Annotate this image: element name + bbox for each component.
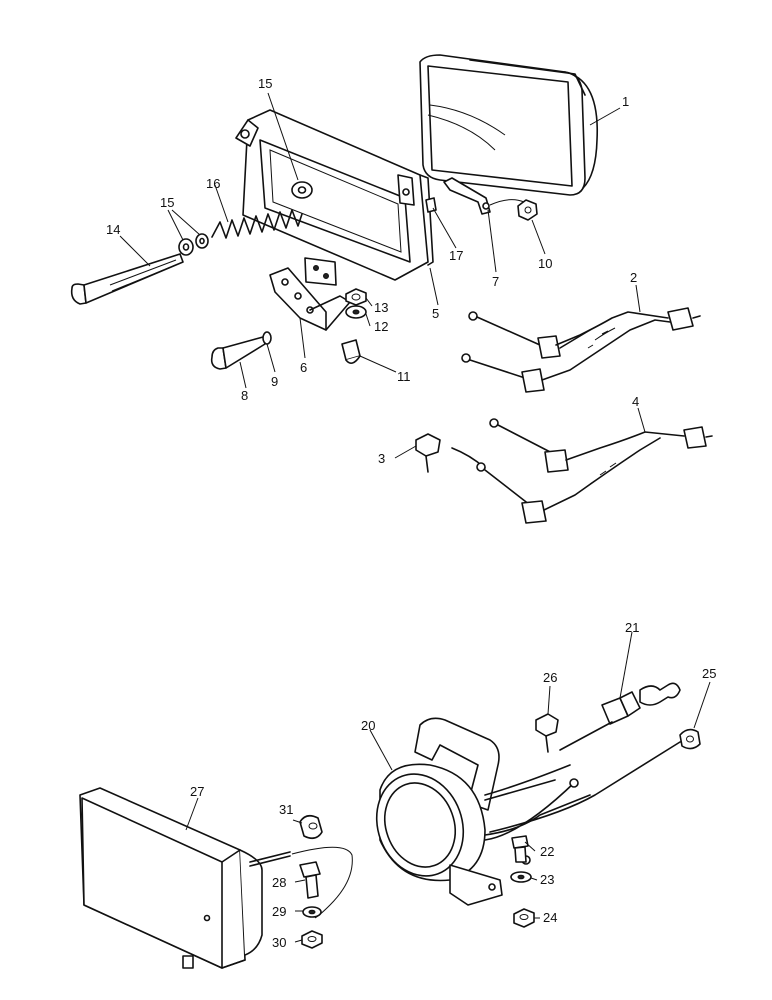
- nut-part-24: [513, 908, 535, 928]
- bolt-part-8: [210, 336, 266, 370]
- washer-part-15: [178, 181, 313, 256]
- callout-8: 8: [241, 388, 248, 403]
- nut-part-13: [345, 288, 367, 306]
- callout-3: 3: [378, 451, 385, 466]
- spring-part-16: [211, 209, 303, 239]
- screw-part-26: [535, 713, 559, 753]
- lamp-housing-part-5: [235, 109, 437, 286]
- callout-13: 13: [374, 300, 388, 315]
- callout-7: 7: [492, 274, 499, 289]
- callout-29: 29: [272, 904, 286, 919]
- callout-11: 11: [397, 369, 411, 384]
- washer-part-12: [345, 305, 367, 319]
- bolt-part-28: [299, 861, 321, 899]
- screw-part-3: [415, 433, 441, 473]
- screw-part-11: [341, 339, 361, 364]
- callout-17: 17: [449, 248, 463, 263]
- callout-22: 22: [540, 844, 554, 859]
- callout-25: 25: [702, 666, 716, 681]
- callout-15b: 15: [258, 76, 272, 91]
- nut-part-30: [301, 930, 323, 949]
- callout-5: 5: [432, 306, 439, 321]
- bracket-part-6: [269, 267, 351, 331]
- wiring-harness-part-4: [451, 418, 713, 524]
- washer-part-9: [262, 331, 272, 345]
- callout-14: 14: [106, 222, 120, 237]
- callout-4: 4: [632, 394, 639, 409]
- washer-part-29: [302, 906, 322, 918]
- callout-9: 9: [271, 374, 278, 389]
- callout-26: 26: [543, 670, 557, 685]
- callout-labels: 1 2 3 4 5 6 7 8 9 10 11 12 13 14 15 15 1…: [106, 76, 716, 950]
- bracket-part-7: [443, 177, 525, 215]
- washer-part-23: [510, 871, 532, 883]
- callout-30: 30: [272, 935, 286, 950]
- callout-20: 20: [361, 718, 375, 733]
- callout-31: 31: [279, 802, 293, 817]
- bolt-part-22: [511, 835, 529, 863]
- nut-part-10: [517, 199, 538, 221]
- grommet-part-25: [489, 728, 701, 833]
- callout-24: 24: [543, 910, 557, 925]
- callout-15a: 15: [160, 195, 174, 210]
- callout-27: 27: [190, 784, 204, 799]
- lamp-lens-part-1: [419, 54, 599, 196]
- callout-10: 10: [538, 256, 552, 271]
- callout-2: 2: [630, 270, 637, 285]
- callout-21: 21: [625, 620, 639, 635]
- wiring-harness-part-2: [461, 307, 701, 393]
- bolt-part-14: [70, 253, 184, 305]
- leader-lines: [119, 92, 711, 943]
- callout-23: 23: [540, 872, 554, 887]
- callout-16: 16: [206, 176, 220, 191]
- bulb-part-21: [559, 682, 681, 751]
- callout-28: 28: [272, 875, 286, 890]
- callout-6: 6: [300, 360, 307, 375]
- callout-12: 12: [374, 319, 388, 334]
- round-worklamp-part-20: [375, 717, 591, 906]
- callout-1: 1: [622, 94, 629, 109]
- grommet-part-31: [299, 814, 323, 840]
- worklamp-part-27: [79, 787, 353, 969]
